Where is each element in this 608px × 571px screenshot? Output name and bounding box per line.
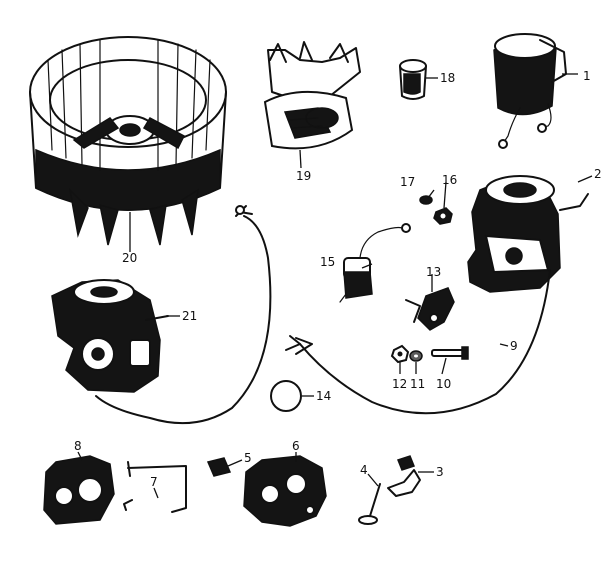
callout-19: 19: [296, 169, 311, 183]
part-spring-clip: [123, 461, 187, 513]
leader-lines: [77, 73, 593, 499]
callout-14: 14: [316, 389, 331, 403]
callout-4: 4: [360, 463, 368, 477]
part-coil: [493, 33, 567, 149]
callout-17: 17: [400, 175, 415, 189]
part-bushing: [399, 59, 427, 100]
callout-11: 11: [410, 377, 425, 391]
callout-13: 13: [426, 265, 441, 279]
callout-6: 6: [292, 439, 300, 453]
callout-16: 16: [442, 173, 457, 187]
part-condenser: [339, 223, 411, 303]
callout-18: 18: [440, 71, 455, 85]
part-o-ring: [270, 380, 302, 412]
part-clip-5: [206, 457, 232, 477]
callout-9: 9: [510, 339, 518, 353]
part-breaker-plate: [263, 41, 361, 150]
callout-12: 12: [392, 377, 407, 391]
callout-21: 21: [182, 309, 197, 323]
callout-labels: 1 2 3 4 5 6 7 8 9 10 11 12 13 14 15 16 1…: [74, 69, 602, 489]
part-washer-11: [409, 350, 423, 362]
part-nut-16: [433, 207, 453, 225]
lead-wire-right-9: [285, 269, 551, 415]
part-breaker-points: [405, 287, 455, 331]
part-flywheel: [29, 36, 227, 246]
lead-wire-left: [95, 205, 272, 425]
callout-8: 8: [74, 439, 82, 453]
part-cover-plate-8: [43, 455, 115, 525]
callout-15: 15: [320, 255, 335, 269]
part-gasket: [243, 455, 327, 527]
part-screw-10: [431, 346, 469, 360]
callout-3: 3: [436, 465, 444, 479]
callout-10: 10: [436, 377, 451, 391]
part-spring-3: [387, 455, 421, 497]
callout-1: 1: [583, 69, 591, 83]
part-washer-17: [419, 195, 433, 205]
callout-20: 20: [122, 251, 137, 265]
part-pin: [358, 483, 381, 525]
callout-5: 5: [244, 451, 252, 465]
part-magneto-assembly-left: [51, 279, 169, 393]
callout-2: 2: [594, 167, 602, 181]
part-magneto-assembly: [467, 175, 589, 293]
callout-7: 7: [150, 475, 158, 489]
part-nut-12: [390, 344, 410, 364]
